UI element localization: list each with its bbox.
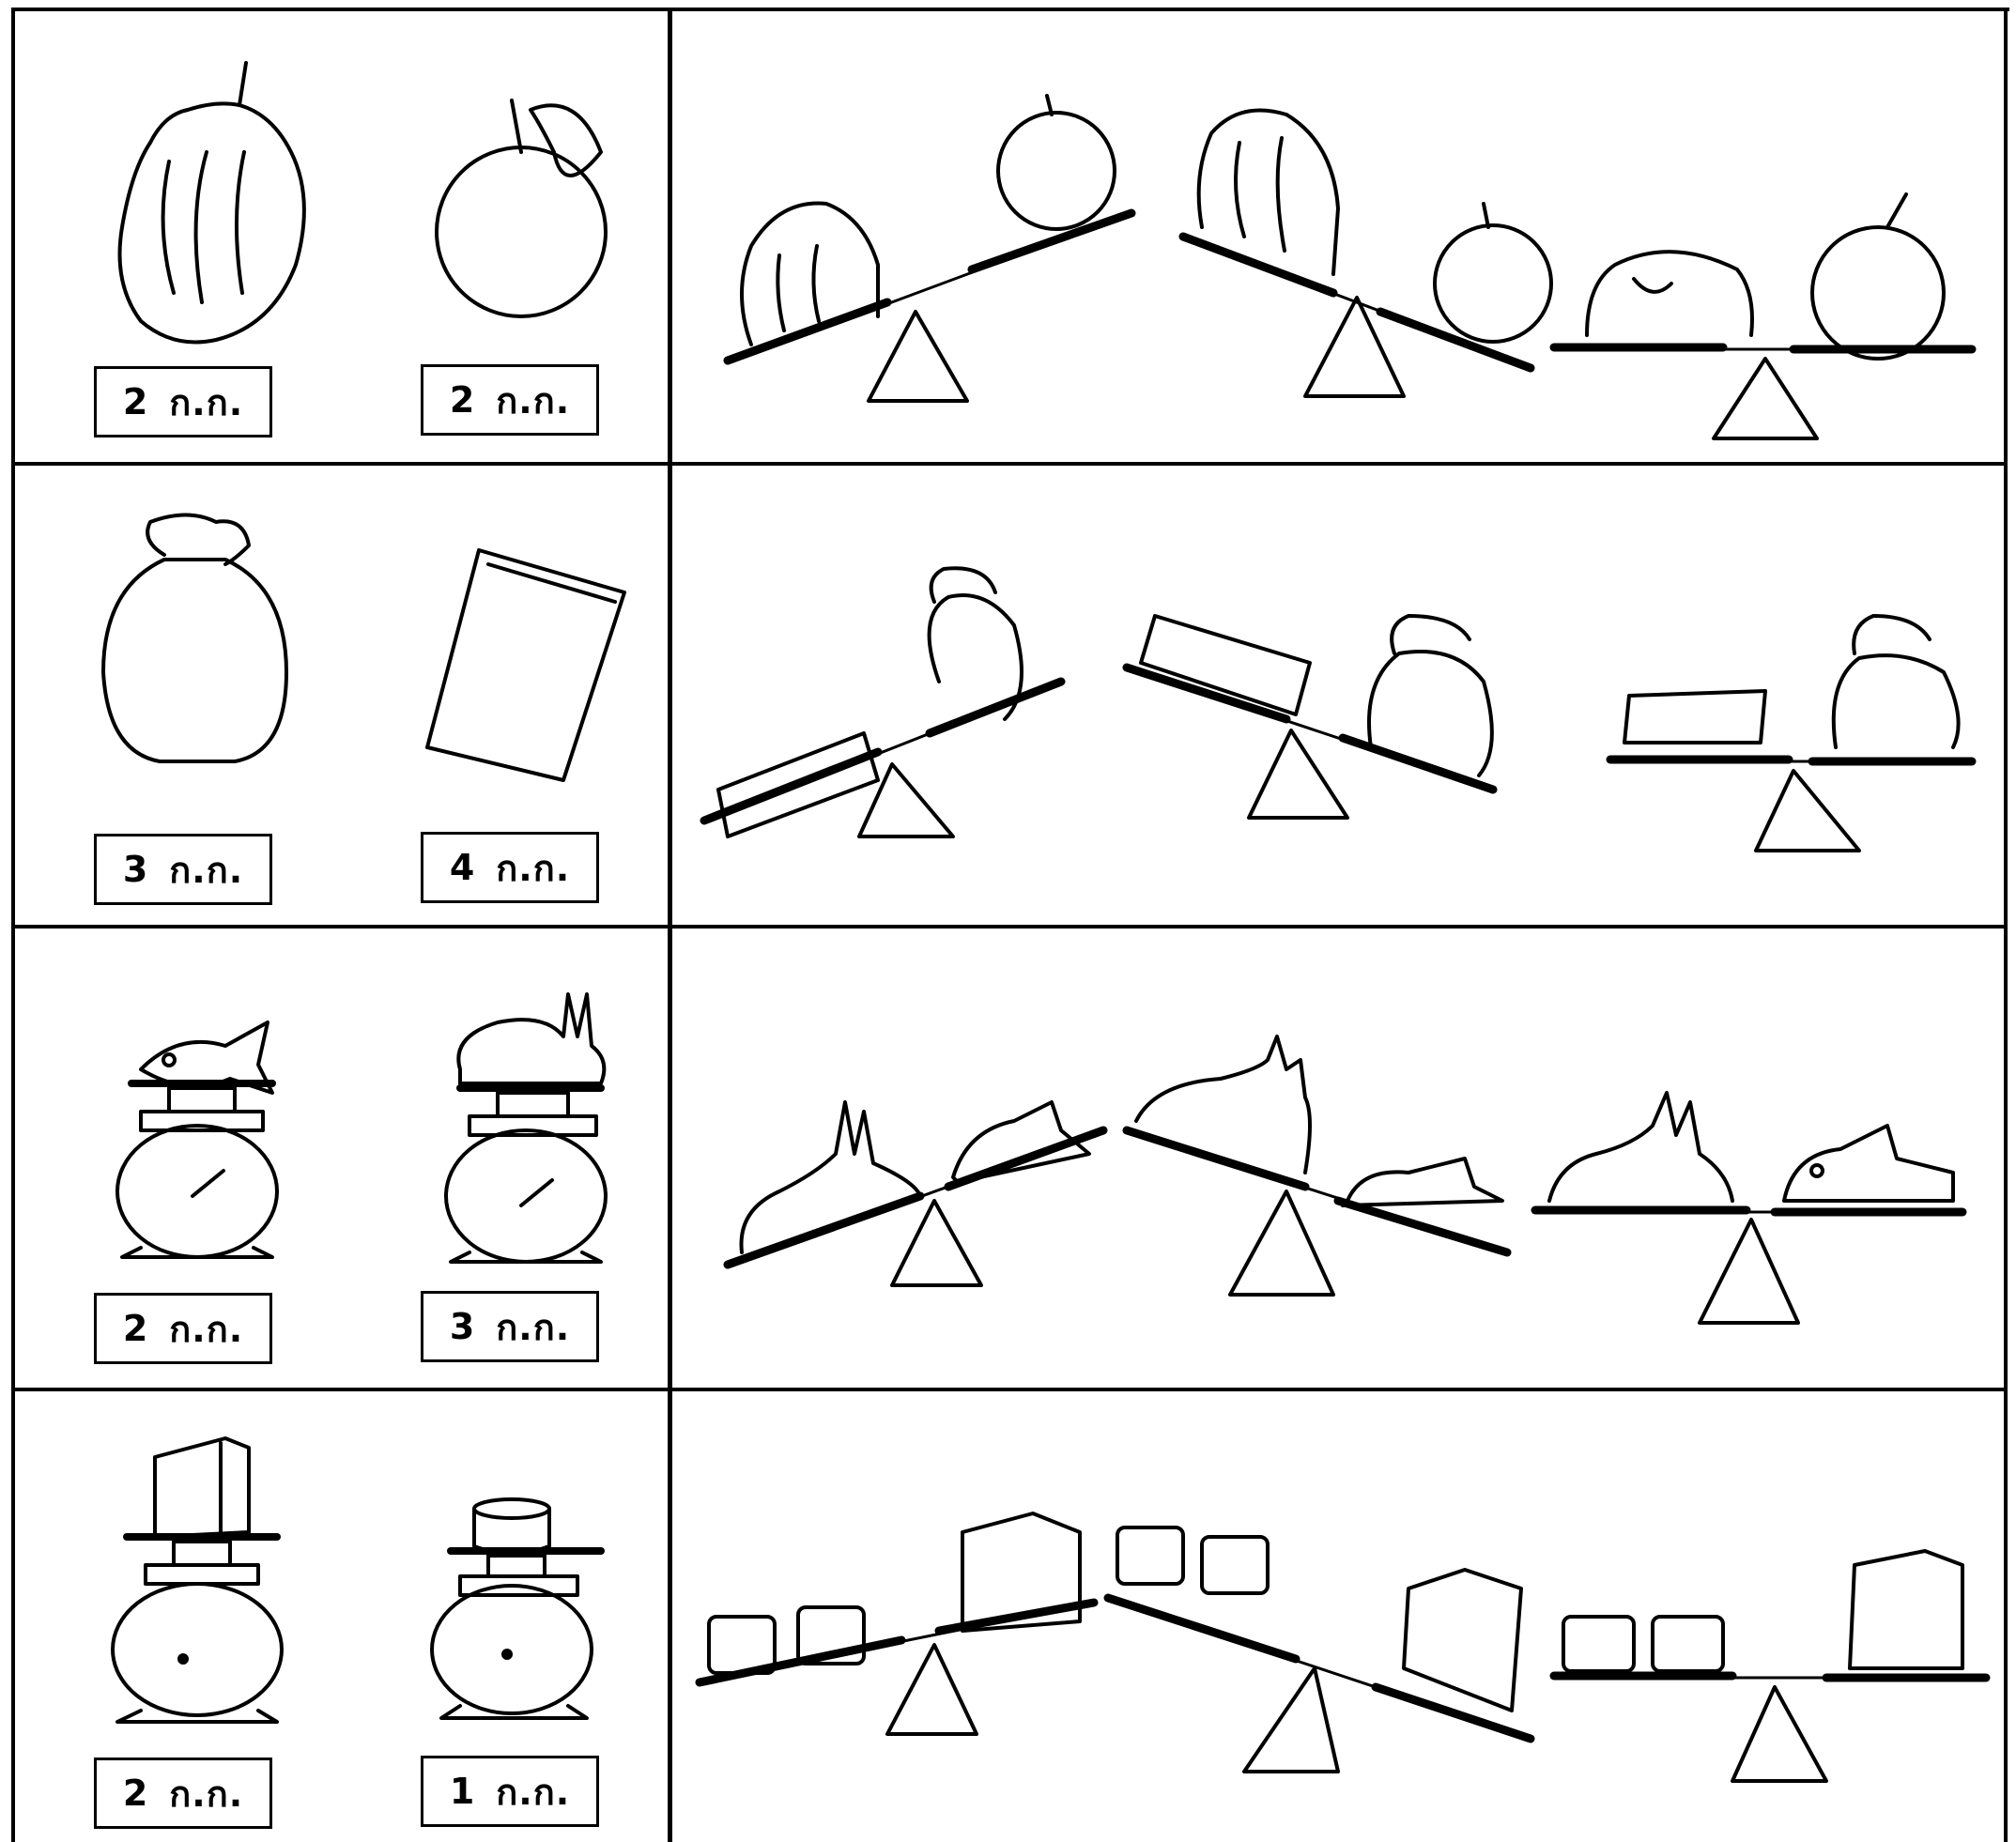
flour-sack-icon xyxy=(103,515,286,762)
row-3-drawings xyxy=(0,929,2016,1388)
weight-unit: ก.ก. xyxy=(496,1298,570,1356)
weight-value: 2 xyxy=(450,379,475,421)
scale-option-2 xyxy=(1127,616,1493,818)
weight-unit: ก.ก. xyxy=(496,1763,570,1820)
weight-label-a: 3 ก.ก. xyxy=(94,834,272,905)
scale-option-1 xyxy=(700,1513,1094,1734)
scale-option-2 xyxy=(1108,1527,1531,1772)
weight-unit: ก.ก. xyxy=(169,841,243,898)
scale-option-1 xyxy=(728,96,1131,401)
weight-value: 2 xyxy=(123,1773,148,1814)
weight-label-a: 2 ก.ก. xyxy=(94,366,272,437)
rice-bag-icon xyxy=(427,550,624,780)
weight-label-b: 2 ก.ก. xyxy=(421,364,599,436)
weight-value: 2 xyxy=(123,381,148,422)
row-4-drawings xyxy=(0,1391,2016,1842)
scale-option-3 xyxy=(1535,1093,1962,1323)
weight-unit: ก.ก. xyxy=(169,1765,243,1822)
scale-option-1 xyxy=(704,568,1061,837)
weight-unit: ก.ก. xyxy=(496,839,570,897)
scale-option-3 xyxy=(1610,616,1972,851)
weight-value: 4 xyxy=(450,847,475,888)
can-on-scale-icon xyxy=(432,1499,601,1718)
exercise-row-3: 2 ก.ก. 3 ก.ก. xyxy=(0,929,2016,1388)
scale-option-3 xyxy=(1554,194,1972,438)
exercise-row-4: 2 ก.ก. 1 ก.ก. xyxy=(0,1391,2016,1842)
chicken-on-scale-icon xyxy=(446,994,606,1262)
weight-label-a: 2 ก.ก. xyxy=(94,1293,272,1364)
weight-label-a: 2 ก.ก. xyxy=(94,1758,272,1829)
weight-value: 3 xyxy=(123,849,148,890)
row-1-drawings xyxy=(0,11,2016,462)
row-2-drawings xyxy=(0,466,2016,925)
weight-label-b: 3 ก.ก. xyxy=(421,1291,599,1362)
scale-option-1 xyxy=(728,1102,1103,1285)
scale-option-3 xyxy=(1554,1551,1986,1781)
weight-value: 3 xyxy=(450,1306,475,1347)
weight-unit: ก.ก. xyxy=(169,1300,243,1358)
exercise-row-2: 3 ก.ก. 4 ก.ก. xyxy=(0,466,2016,925)
weight-label-b: 4 ก.ก. xyxy=(421,832,599,903)
scale-option-2 xyxy=(1183,111,1551,397)
scale-option-2 xyxy=(1127,1036,1507,1295)
box-on-scale-icon xyxy=(113,1438,282,1722)
durian-icon xyxy=(120,63,304,343)
fish-on-scale-icon xyxy=(117,1022,277,1257)
weight-value: 1 xyxy=(450,1771,475,1812)
weight-value: 2 xyxy=(123,1308,148,1349)
weight-unit: ก.ก. xyxy=(169,374,243,431)
weight-label-b: 1 ก.ก. xyxy=(421,1756,599,1827)
weight-unit: ก.ก. xyxy=(496,372,570,429)
orange-icon xyxy=(437,100,606,316)
exercise-row-1: 2 ก.ก. 2 ก.ก. xyxy=(0,11,2016,462)
